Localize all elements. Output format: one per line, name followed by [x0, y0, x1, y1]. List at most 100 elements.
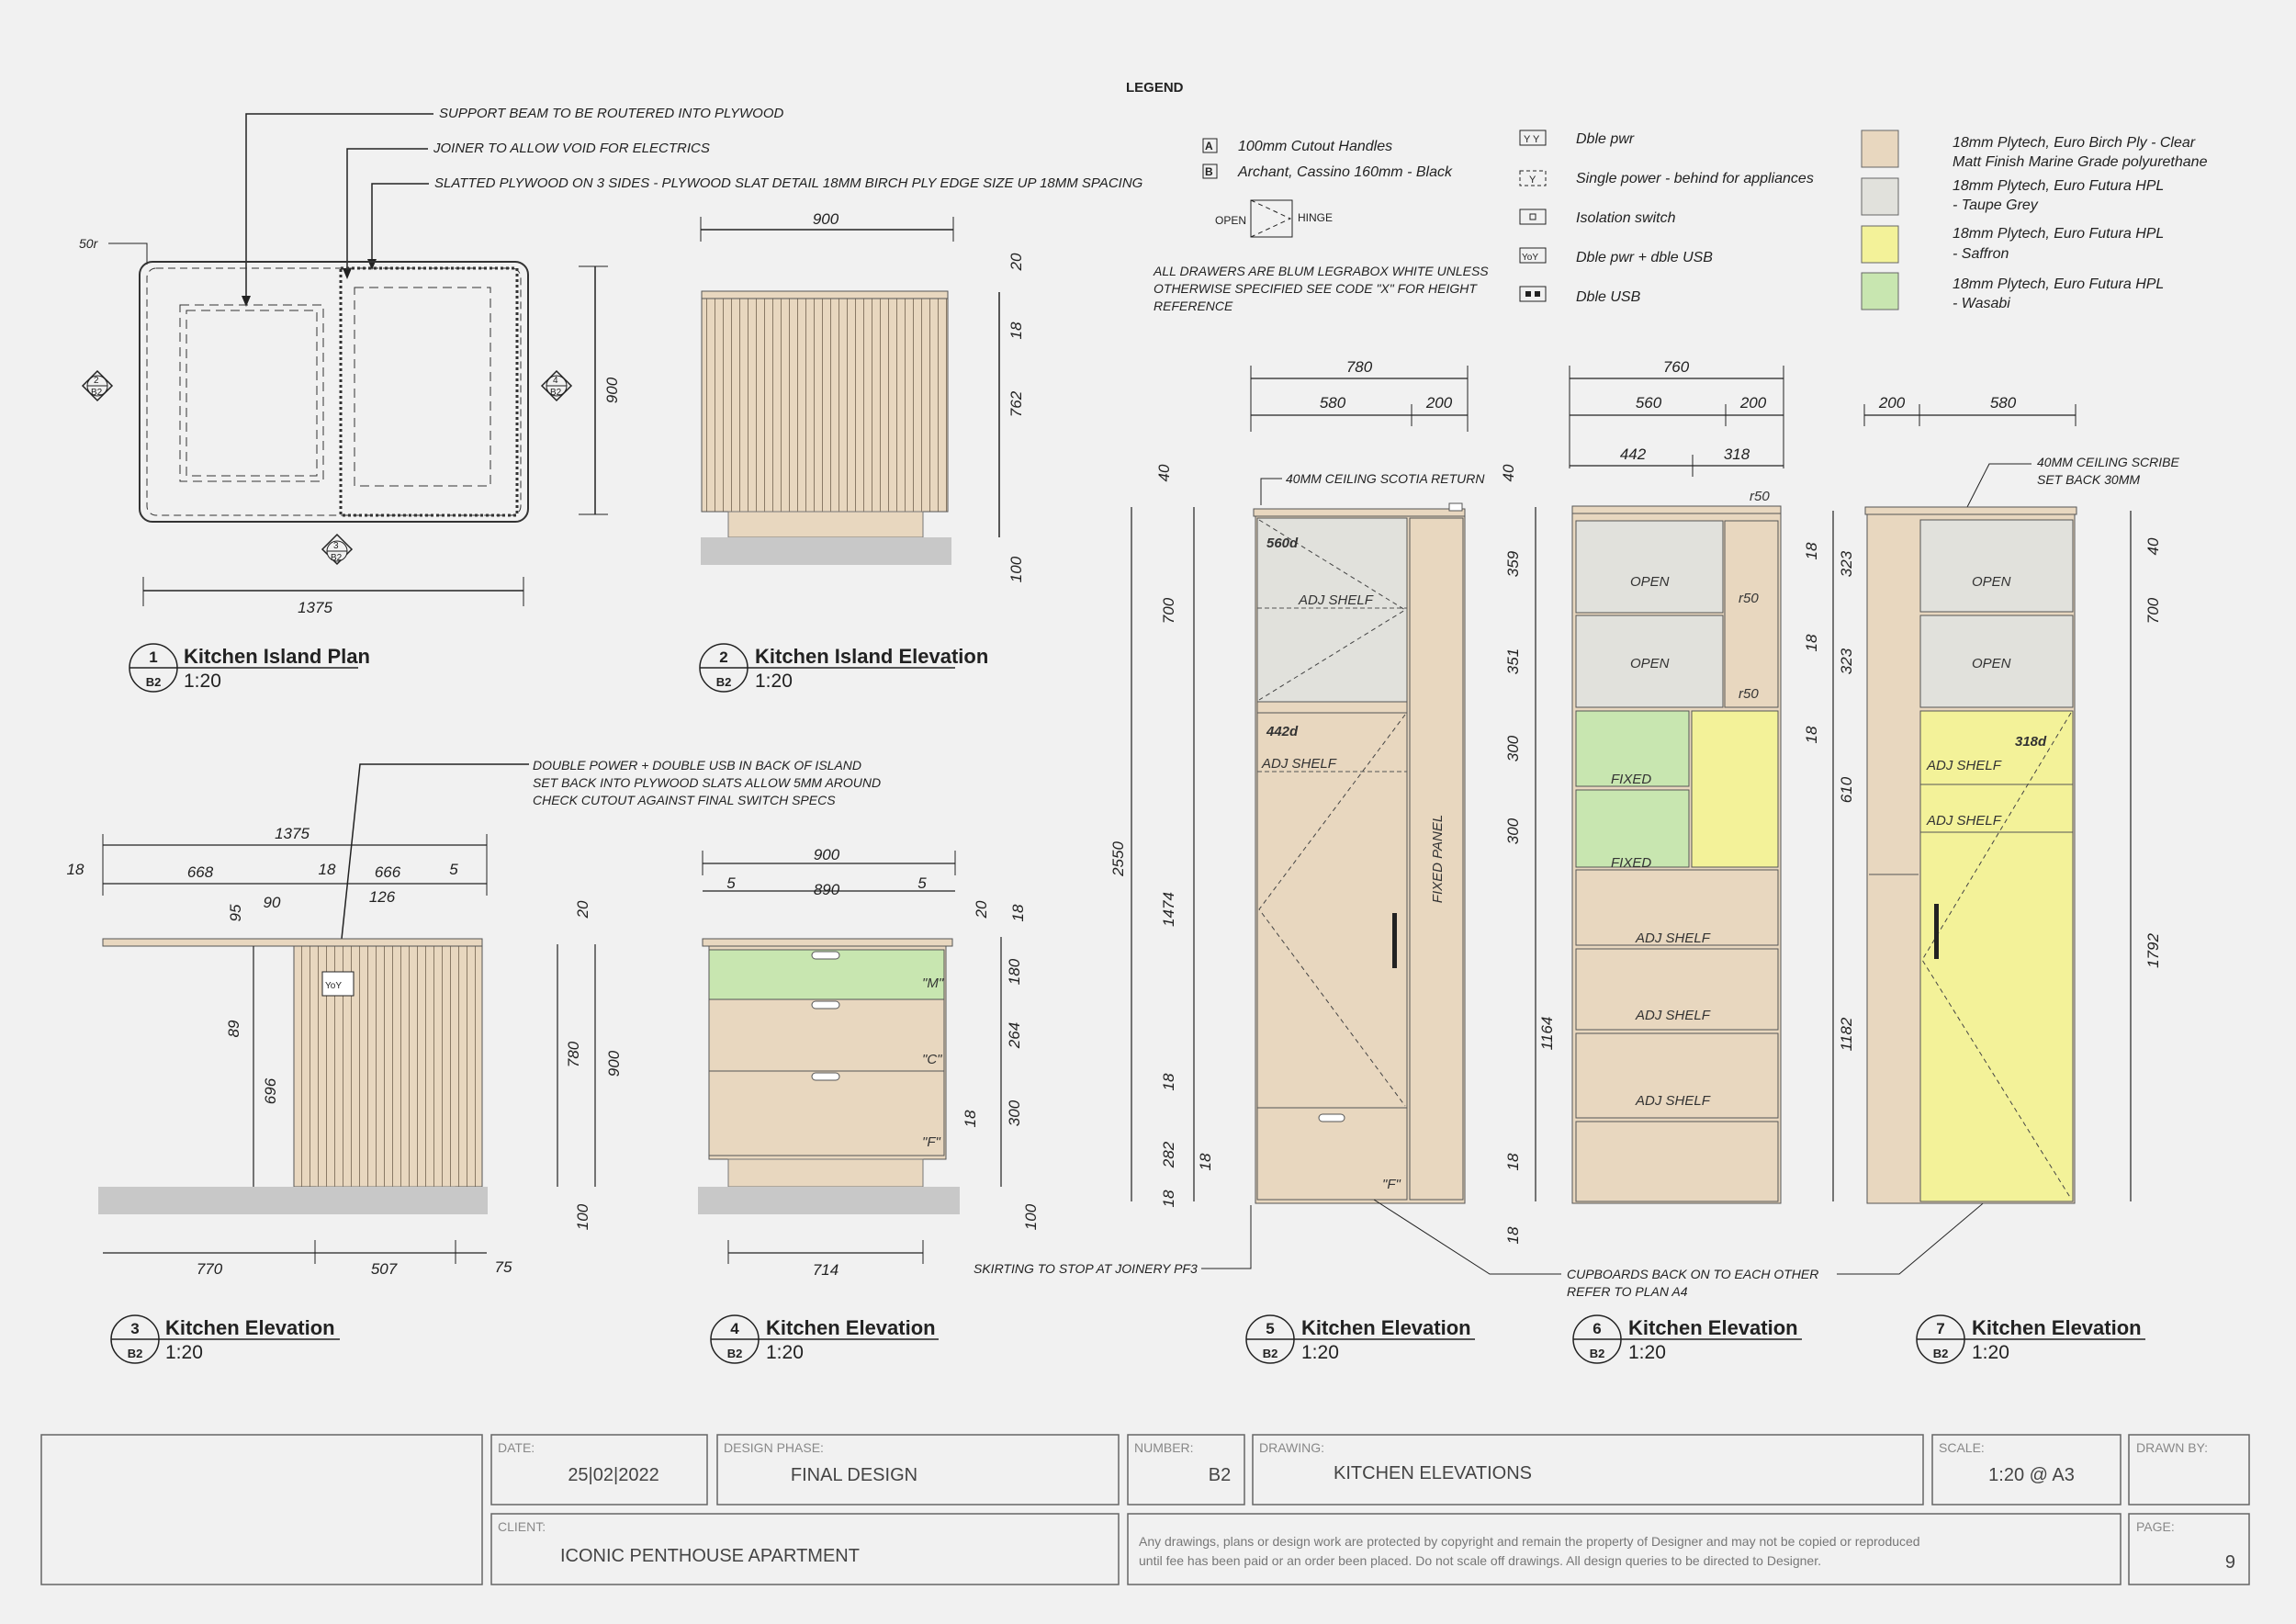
view-4-kitchen-elevation: 900 5 890 5 "M" "C" "F" 714 20 18 180 26…: [698, 846, 1040, 1279]
svg-text:ADJ SHELF: ADJ SHELF: [1298, 592, 1374, 608]
drawer-note-line1: ALL DRAWERS ARE BLUM LEGRABOX WHITE UNLE…: [1153, 264, 1489, 278]
svg-text:200: 200: [1739, 394, 1767, 412]
svg-text:1:20: 1:20: [1301, 1342, 1339, 1363]
phase-value: FINAL DESIGN: [791, 1465, 917, 1485]
power-usb-icon: [1519, 247, 1547, 264]
legend-power-1: Single power - behind for appliances: [1576, 171, 1814, 186]
svg-text:18: 18: [1197, 1153, 1214, 1170]
door-handle: [1934, 904, 1939, 959]
svg-text:18: 18: [962, 1110, 979, 1127]
legend-handle-a: 100mm Cutout Handles: [1238, 139, 1392, 154]
svg-text:282: 282: [1160, 1141, 1177, 1168]
svg-text:OPEN: OPEN: [1630, 574, 1670, 590]
door-hinge-label: HINGE: [1298, 211, 1333, 224]
svg-text:20: 20: [574, 900, 591, 919]
svg-text:Y: Y: [1529, 175, 1536, 186]
note-cupboards-line2: REFER TO PLAN A4: [1567, 1284, 1688, 1299]
svg-text:1: 1: [149, 648, 157, 666]
svg-text:ADJ SHELF: ADJ SHELF: [1635, 930, 1711, 946]
svg-text:OPEN: OPEN: [1972, 574, 2011, 590]
view-2-island-elevation: 900 20 18 762 100: [700, 210, 1025, 582]
section-marker-4: 4 B2: [540, 369, 573, 402]
note-skirting: SKIRTING TO STOP AT JOINERY PF3: [974, 1261, 1198, 1276]
svg-text:Kitchen Island Elevation: Kitchen Island Elevation: [755, 645, 988, 668]
title-block: DATE: 25|02|2022 DESIGN PHASE: FINAL DES…: [40, 1434, 2250, 1585]
svg-text:75: 75: [495, 1258, 512, 1276]
drawer-note-line2: OTHERWISE SPECIFIED SEE CODE "X" FOR HEI…: [1154, 281, 1478, 296]
finish-1-line1: 18mm Plytech, Euro Futura HPL: [1953, 178, 2164, 194]
svg-text:until fee has been paid or an: until fee has been paid or an order been…: [1139, 1553, 1821, 1568]
svg-text:300: 300: [1504, 818, 1522, 844]
note-ceiling-scribe-line2: SET BACK 30MM: [2037, 472, 2140, 487]
svg-text:18: 18: [1803, 634, 1820, 651]
svg-text:323: 323: [1838, 550, 1855, 577]
note-support-beam: SUPPORT BEAM TO BE ROUTERED INTO PLYWOOD: [439, 106, 784, 121]
svg-text:4: 4: [553, 376, 558, 386]
finish-swatch-wasabi: [1861, 272, 1899, 310]
svg-text:760: 760: [1663, 358, 1690, 376]
view-titles: 1 B2 Kitchen Island Plan 1:20 2 B2 Kitch…: [110, 643, 2145, 1364]
svg-text:1:20: 1:20: [1628, 1342, 1666, 1363]
svg-text:B: B: [1205, 165, 1213, 178]
svg-text:7: 7: [1936, 1320, 1944, 1337]
svg-text:Any drawings, plans or design: Any drawings, plans or design work are p…: [1139, 1534, 1920, 1549]
svg-text:40: 40: [1155, 464, 1173, 481]
svg-text:126: 126: [369, 888, 396, 906]
svg-text:B2: B2: [1590, 1347, 1605, 1360]
svg-text:2: 2: [94, 376, 99, 386]
svg-text:560: 560: [1636, 394, 1662, 412]
svg-text:Kitchen Elevation: Kitchen Elevation: [165, 1316, 335, 1339]
note-ceiling-scribe-line1: 40MM CEILING SCRIBE: [2037, 455, 2179, 469]
svg-text:1:20: 1:20: [165, 1342, 203, 1363]
isolation-switch-icon: [1519, 209, 1547, 225]
svg-text:5: 5: [1266, 1320, 1274, 1337]
svg-text:323: 323: [1838, 648, 1855, 674]
svg-text:1:20: 1:20: [184, 671, 221, 692]
note-joiner: JOINER TO ALLOW VOID FOR ELECTRICS: [433, 141, 710, 156]
svg-text:ADJ SHELF: ADJ SHELF: [1261, 756, 1337, 772]
svg-text:668: 668: [187, 863, 214, 881]
page-value: 9: [2225, 1552, 2235, 1573]
view-6-kitchen-elevation: 760 560 200 442 318 r50 r50 r50 OPEN OPE…: [1373, 358, 1988, 1299]
svg-text:DRAWN BY:: DRAWN BY:: [2136, 1440, 2208, 1455]
note-ceiling-scotia: 40MM CEILING SCOTIA RETURN: [1286, 471, 1485, 486]
svg-text:DATE:: DATE:: [498, 1440, 535, 1455]
svg-text:3: 3: [333, 541, 339, 551]
svg-text:1:20: 1:20: [766, 1342, 804, 1363]
svg-text:100: 100: [574, 1203, 591, 1230]
svg-text:DESIGN PHASE:: DESIGN PHASE:: [724, 1440, 824, 1455]
svg-text:YoY: YoY: [1522, 253, 1538, 263]
finish-2-line1: 18mm Plytech, Euro Futura HPL: [1953, 226, 2164, 242]
svg-text:264: 264: [1006, 1022, 1023, 1049]
section-marker-3: 3 B2: [321, 533, 354, 566]
legend-power-4: Dble USB: [1576, 289, 1641, 305]
legend-power-0: Dble pwr: [1576, 131, 1635, 147]
svg-text:18: 18: [319, 861, 336, 878]
svg-text:95: 95: [227, 904, 244, 921]
note-radius: 50r: [79, 236, 99, 251]
svg-text:NUMBER:: NUMBER:: [1134, 1440, 1194, 1455]
view-title-5: 5 B2 Kitchen Elevation 1:20: [1245, 1314, 1475, 1364]
note-slatted: SLATTED PLYWOOD ON 3 SIDES - PLYWOOD SLA…: [434, 175, 1143, 191]
svg-text:900: 900: [605, 1050, 623, 1077]
svg-text:770: 770: [197, 1260, 223, 1278]
svg-text:"M": "M": [922, 976, 944, 991]
svg-text:Kitchen Elevation: Kitchen Elevation: [1972, 1316, 2142, 1339]
drawer-note-line3: REFERENCE: [1154, 299, 1233, 313]
legend-title: LEGEND: [1126, 80, 1184, 96]
svg-text:780: 780: [1346, 358, 1373, 376]
svg-text:1:20: 1:20: [755, 671, 793, 692]
svg-text:359: 359: [1504, 550, 1522, 577]
svg-text:Kitchen Elevation: Kitchen Elevation: [766, 1316, 936, 1339]
logo-box: [40, 1434, 483, 1585]
scale-value: 1:20 @ A3: [1988, 1465, 2075, 1485]
view-1-island-plan: SUPPORT BEAM TO BE ROUTERED INTO PLYWOOD…: [79, 106, 1143, 616]
svg-text:714: 714: [813, 1261, 838, 1279]
svg-text:B2: B2: [727, 1347, 743, 1360]
finish-swatch-birch: [1861, 130, 1899, 168]
note-power-line3: CHECK CUTOUT AGAINST FINAL SWITCH SPECS: [533, 793, 836, 807]
svg-text:CLIENT:: CLIENT:: [498, 1519, 546, 1534]
svg-text:1164: 1164: [1538, 1017, 1556, 1051]
svg-text:890: 890: [814, 881, 840, 898]
note-cupboards-line1: CUPBOARDS BACK ON TO EACH OTHER: [1567, 1267, 1818, 1281]
